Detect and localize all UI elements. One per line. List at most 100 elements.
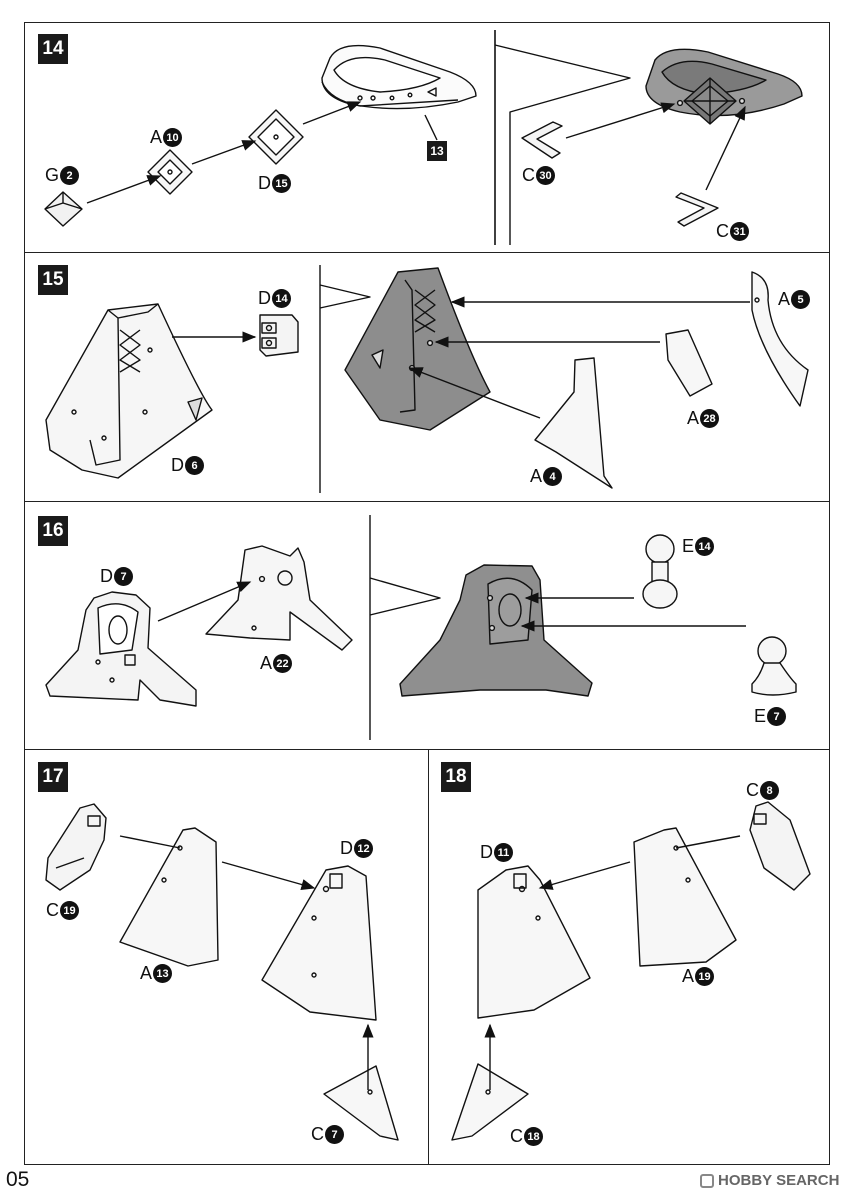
part-letter: E: [682, 536, 695, 556]
part-letter: C: [746, 780, 759, 800]
part-c18-wedge: [451, 1063, 529, 1141]
part-letter: D: [258, 173, 271, 193]
part-a28-blade: [665, 329, 713, 397]
part-label-a28: A 28: [687, 408, 720, 429]
part-number: 22: [273, 654, 293, 673]
part-letter: D: [100, 566, 113, 586]
part-label-c30: C 30: [522, 165, 555, 186]
part-letter: G: [45, 165, 60, 185]
part-label-d15: D 15: [258, 173, 291, 194]
watermark-logo-icon: [700, 1173, 714, 1188]
part-13-badge: 13: [427, 141, 447, 161]
part-c19-piece: [45, 803, 107, 891]
part-number: 5: [791, 290, 811, 309]
page-number: 05: [6, 1168, 30, 1191]
step-18-panel: [428, 749, 830, 1165]
part-label-d7: D 7: [100, 566, 133, 587]
step-15-badge: 15: [38, 265, 68, 295]
part-number: 2: [60, 166, 80, 185]
part-c7-wedge: [323, 1065, 399, 1141]
part-label-d11: D 11: [480, 842, 513, 863]
part-c30-chevron: [521, 121, 563, 159]
part-letter: A: [682, 966, 695, 986]
part-number: 18: [524, 1127, 543, 1146]
part-number: 31: [730, 222, 749, 241]
part-number: 7: [767, 707, 787, 726]
part-label-a13: A 13: [140, 963, 173, 984]
part-letter: A: [140, 963, 153, 983]
step-16-assembled: [399, 564, 593, 697]
part-number: 4: [543, 467, 563, 486]
part-e7-joint: [751, 636, 797, 696]
part-label-d12: D 12: [340, 838, 373, 859]
part-label-a10: A 10: [150, 127, 183, 148]
watermark: HOBBY SEARCH: [700, 1172, 839, 1189]
part-number: 10: [163, 128, 183, 147]
part-c8-piece: [749, 801, 811, 891]
part-label-c8: C 8: [746, 780, 779, 801]
part-a19-panel: [633, 827, 737, 967]
part-d12-panel: [261, 865, 377, 1021]
part-label-a19: A 19: [682, 966, 715, 987]
part-letter: C: [510, 1126, 523, 1146]
part-label-a5: A 5: [778, 289, 811, 310]
part-number: 11: [494, 843, 513, 862]
part-a4-fin: [534, 357, 613, 489]
part-number: 7: [325, 1125, 344, 1144]
part-label-c7: C 7: [311, 1124, 344, 1145]
part-d15-square: [248, 109, 304, 165]
part-number: 19: [60, 901, 79, 920]
part-letter: A: [687, 408, 700, 428]
part-label-c31: C 31: [716, 221, 749, 242]
part-number: 14: [272, 289, 291, 308]
part-letter: D: [480, 842, 493, 862]
step-18-badge: 18: [441, 762, 471, 792]
part-label-g2: G 2: [45, 165, 80, 186]
part-g2-diamond: [44, 191, 83, 227]
part-number: 19: [695, 967, 715, 986]
watermark-text: HOBBY SEARCH: [718, 1172, 840, 1189]
part-letter: C: [311, 1124, 324, 1144]
part-number: 30: [536, 166, 555, 185]
part-number: 6: [185, 456, 204, 475]
part-label-e7: E 7: [754, 706, 787, 727]
part-number: 14: [695, 537, 715, 556]
part-13-ring: [321, 44, 477, 110]
step-17-badge: 17: [38, 762, 68, 792]
part-d14-block: [259, 314, 299, 357]
part-a22-frame: [205, 545, 353, 651]
part-letter: E: [754, 706, 767, 726]
part-letter: A: [778, 289, 791, 309]
part-letter: D: [171, 455, 184, 475]
part-label-a4: A 4: [530, 466, 563, 487]
part-letter: A: [260, 653, 273, 673]
part-number: 13: [153, 964, 173, 983]
part-e14-joint: [642, 534, 678, 609]
part-number: 15: [272, 174, 291, 193]
step-14-assembled: [645, 48, 803, 125]
part-number: 12: [354, 839, 373, 858]
step-14-badge: 14: [38, 34, 68, 64]
part-label-c18: C 18: [510, 1126, 543, 1147]
part-label-e14: E 14: [682, 536, 715, 557]
part-c31-chevron: [675, 192, 719, 227]
part-label-c19: C 19: [46, 900, 79, 921]
part-d7-frame: [45, 591, 197, 707]
part-number: 8: [760, 781, 779, 800]
part-a13-panel: [119, 827, 219, 967]
part-letter: D: [340, 838, 353, 858]
part-letter: C: [716, 221, 729, 241]
part-label-d14: D 14: [258, 288, 291, 309]
part-number: 28: [700, 409, 720, 428]
part-label-d6: D 6: [171, 455, 204, 476]
part-letter: A: [150, 127, 163, 147]
step-15-assembled: [344, 267, 491, 431]
part-letter: D: [258, 288, 271, 308]
part-a10-square: [147, 149, 193, 195]
part-letter: C: [522, 165, 535, 185]
part-d11-panel: [477, 865, 591, 1019]
part-letter: C: [46, 900, 59, 920]
part-number: 7: [114, 567, 133, 586]
step-16-badge: 16: [38, 516, 68, 546]
